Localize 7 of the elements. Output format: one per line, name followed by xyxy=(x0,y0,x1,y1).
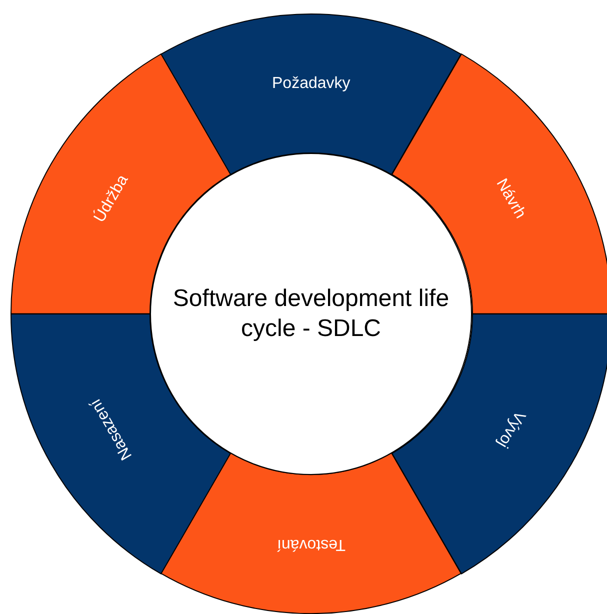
ring-segment xyxy=(161,14,461,175)
ring-segment xyxy=(392,314,607,574)
title-text: Software development life cycle - SDLC xyxy=(172,284,450,344)
segment-label: Testování xyxy=(277,534,346,553)
ring-segment xyxy=(11,314,230,574)
ring-segment xyxy=(161,453,461,614)
segment-label: Požadavky xyxy=(272,75,350,93)
